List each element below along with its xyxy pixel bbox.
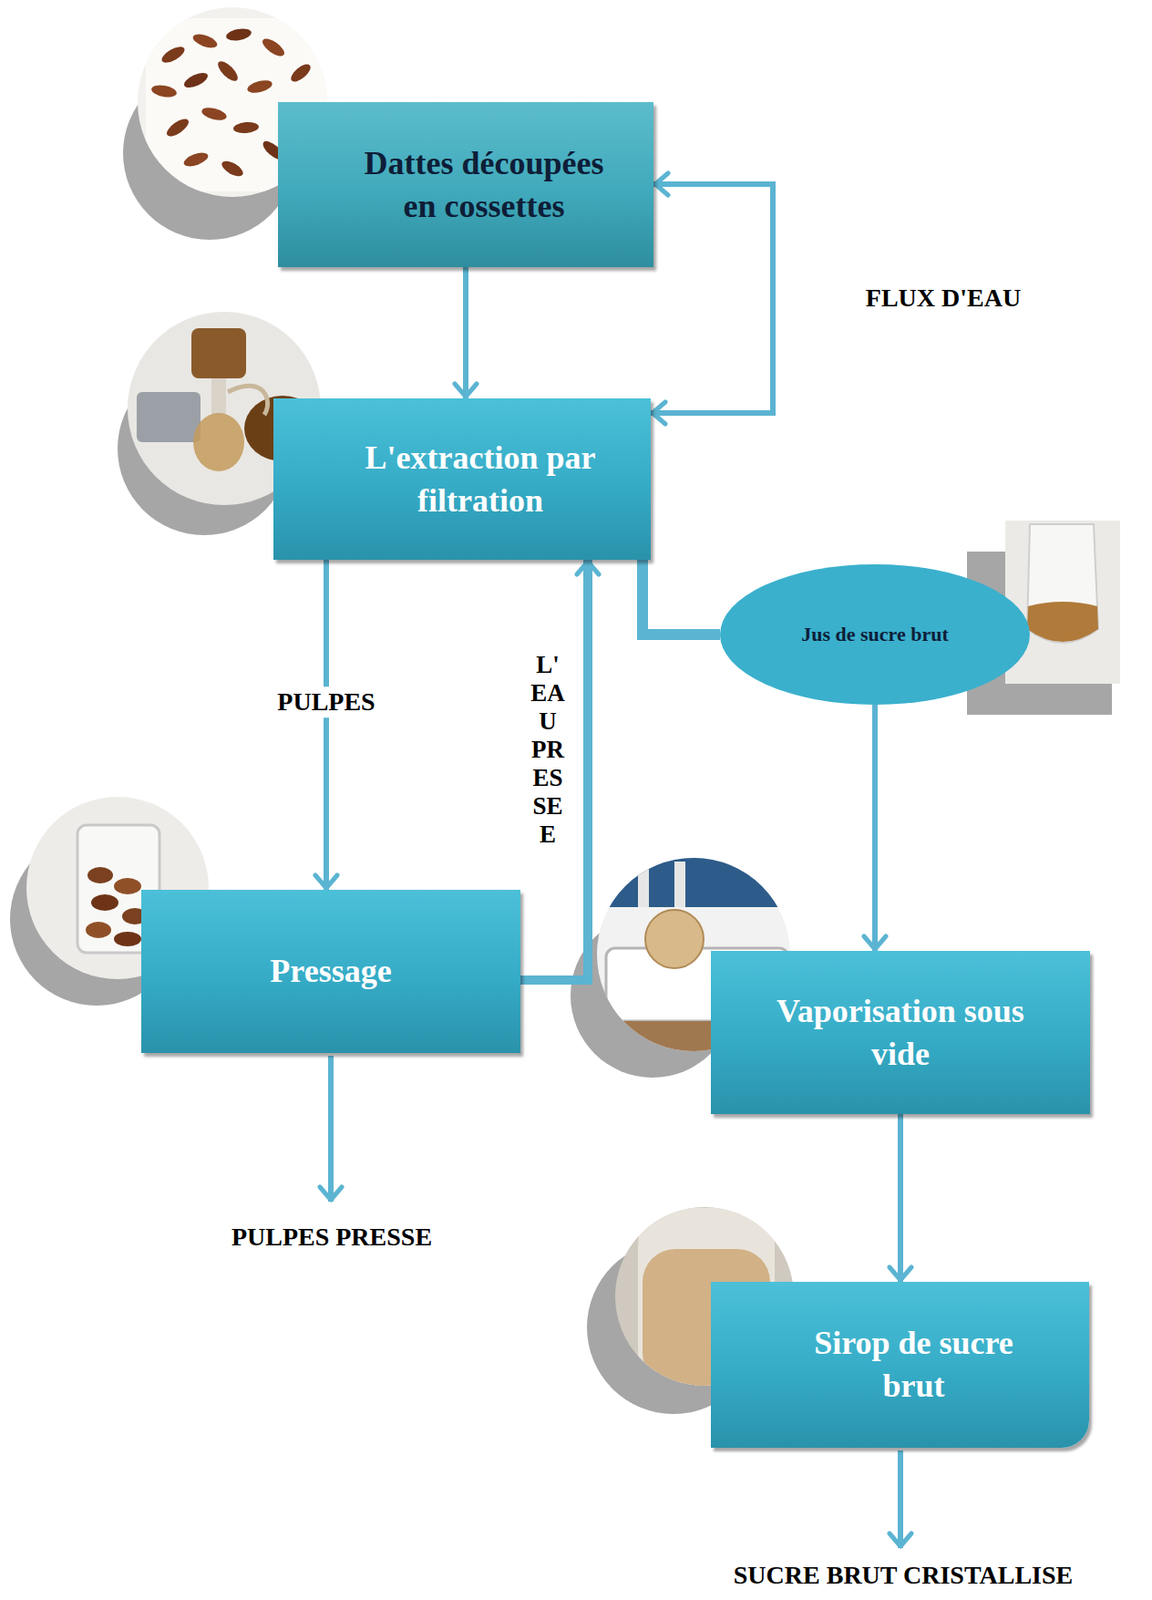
output-label: PULPES PRESSE — [231, 1221, 432, 1253]
date-fruit — [164, 115, 192, 140]
flow-connector — [323, 559, 330, 890]
date-fruit — [246, 78, 274, 96]
flow-connector — [872, 704, 878, 951]
date-fruit — [259, 35, 288, 60]
process-box: Vaporisation sous vide — [710, 950, 1091, 1114]
date-fruit — [233, 121, 260, 134]
flow-connector — [520, 559, 588, 980]
output-label: SUCRE BRUT CRISTALLISE — [733, 1559, 1073, 1591]
node-text: Vaporisation sous vide — [763, 989, 1038, 1076]
background-wall — [592, 852, 798, 907]
flow-connector — [650, 184, 773, 413]
flow-label: L' EA U PR ES SE E — [526, 650, 569, 849]
output-arrow — [328, 1055, 334, 1202]
vacuum-pump — [136, 391, 201, 443]
ellipse-shape — [720, 564, 1030, 705]
date-fruit — [150, 83, 178, 100]
flow-connector — [462, 267, 469, 399]
process-box: Dattes découpées en cossettes — [277, 102, 654, 268]
flask-neck — [211, 378, 227, 415]
funnel-jar — [191, 328, 247, 379]
date-fruit — [225, 27, 253, 43]
round-flask — [645, 909, 704, 968]
vacuum-tube — [227, 385, 268, 415]
output-arrow — [897, 1450, 904, 1548]
pulp-piece — [85, 921, 112, 938]
node-text: L'extraction par filtration — [343, 436, 618, 523]
pulp-piece — [113, 877, 142, 895]
filter-flask — [193, 412, 245, 472]
product-box: Sirop de sucre brut — [710, 1281, 1090, 1448]
flask-glass — [1027, 524, 1099, 643]
date-fruit — [159, 43, 187, 66]
date-fruit — [200, 105, 228, 124]
flow-label: FLUX D'EAU — [865, 282, 1021, 314]
juice-liquid — [1027, 601, 1099, 642]
node-text: Dattes découpées en cossettes — [351, 142, 617, 228]
pulp-piece — [87, 866, 114, 884]
photo-ground — [1005, 520, 1121, 684]
process-box: Pressage — [141, 889, 521, 1053]
date-fruit — [288, 61, 314, 85]
date-fruit — [182, 70, 210, 92]
date-fruit — [215, 58, 241, 84]
date-fruit — [191, 31, 219, 52]
flow-connector — [897, 1113, 904, 1282]
product-ellipse: Jus de sucre brut — [720, 564, 1030, 705]
wall-stripe — [637, 861, 649, 907]
flow-connector — [642, 559, 720, 635]
date-fruit — [219, 157, 247, 179]
node-text: Pressage — [269, 949, 391, 993]
pulp-piece — [91, 894, 119, 911]
pulp-piece — [113, 931, 142, 947]
wall-stripe — [674, 861, 686, 907]
node-text: Sirop de sucre brut — [795, 1321, 1033, 1408]
date-fruit — [182, 150, 210, 170]
flow-label: PULPES — [273, 686, 379, 718]
node-text: Jus de sucre brut — [801, 621, 949, 648]
process-box: L'extraction par filtration — [273, 398, 651, 560]
